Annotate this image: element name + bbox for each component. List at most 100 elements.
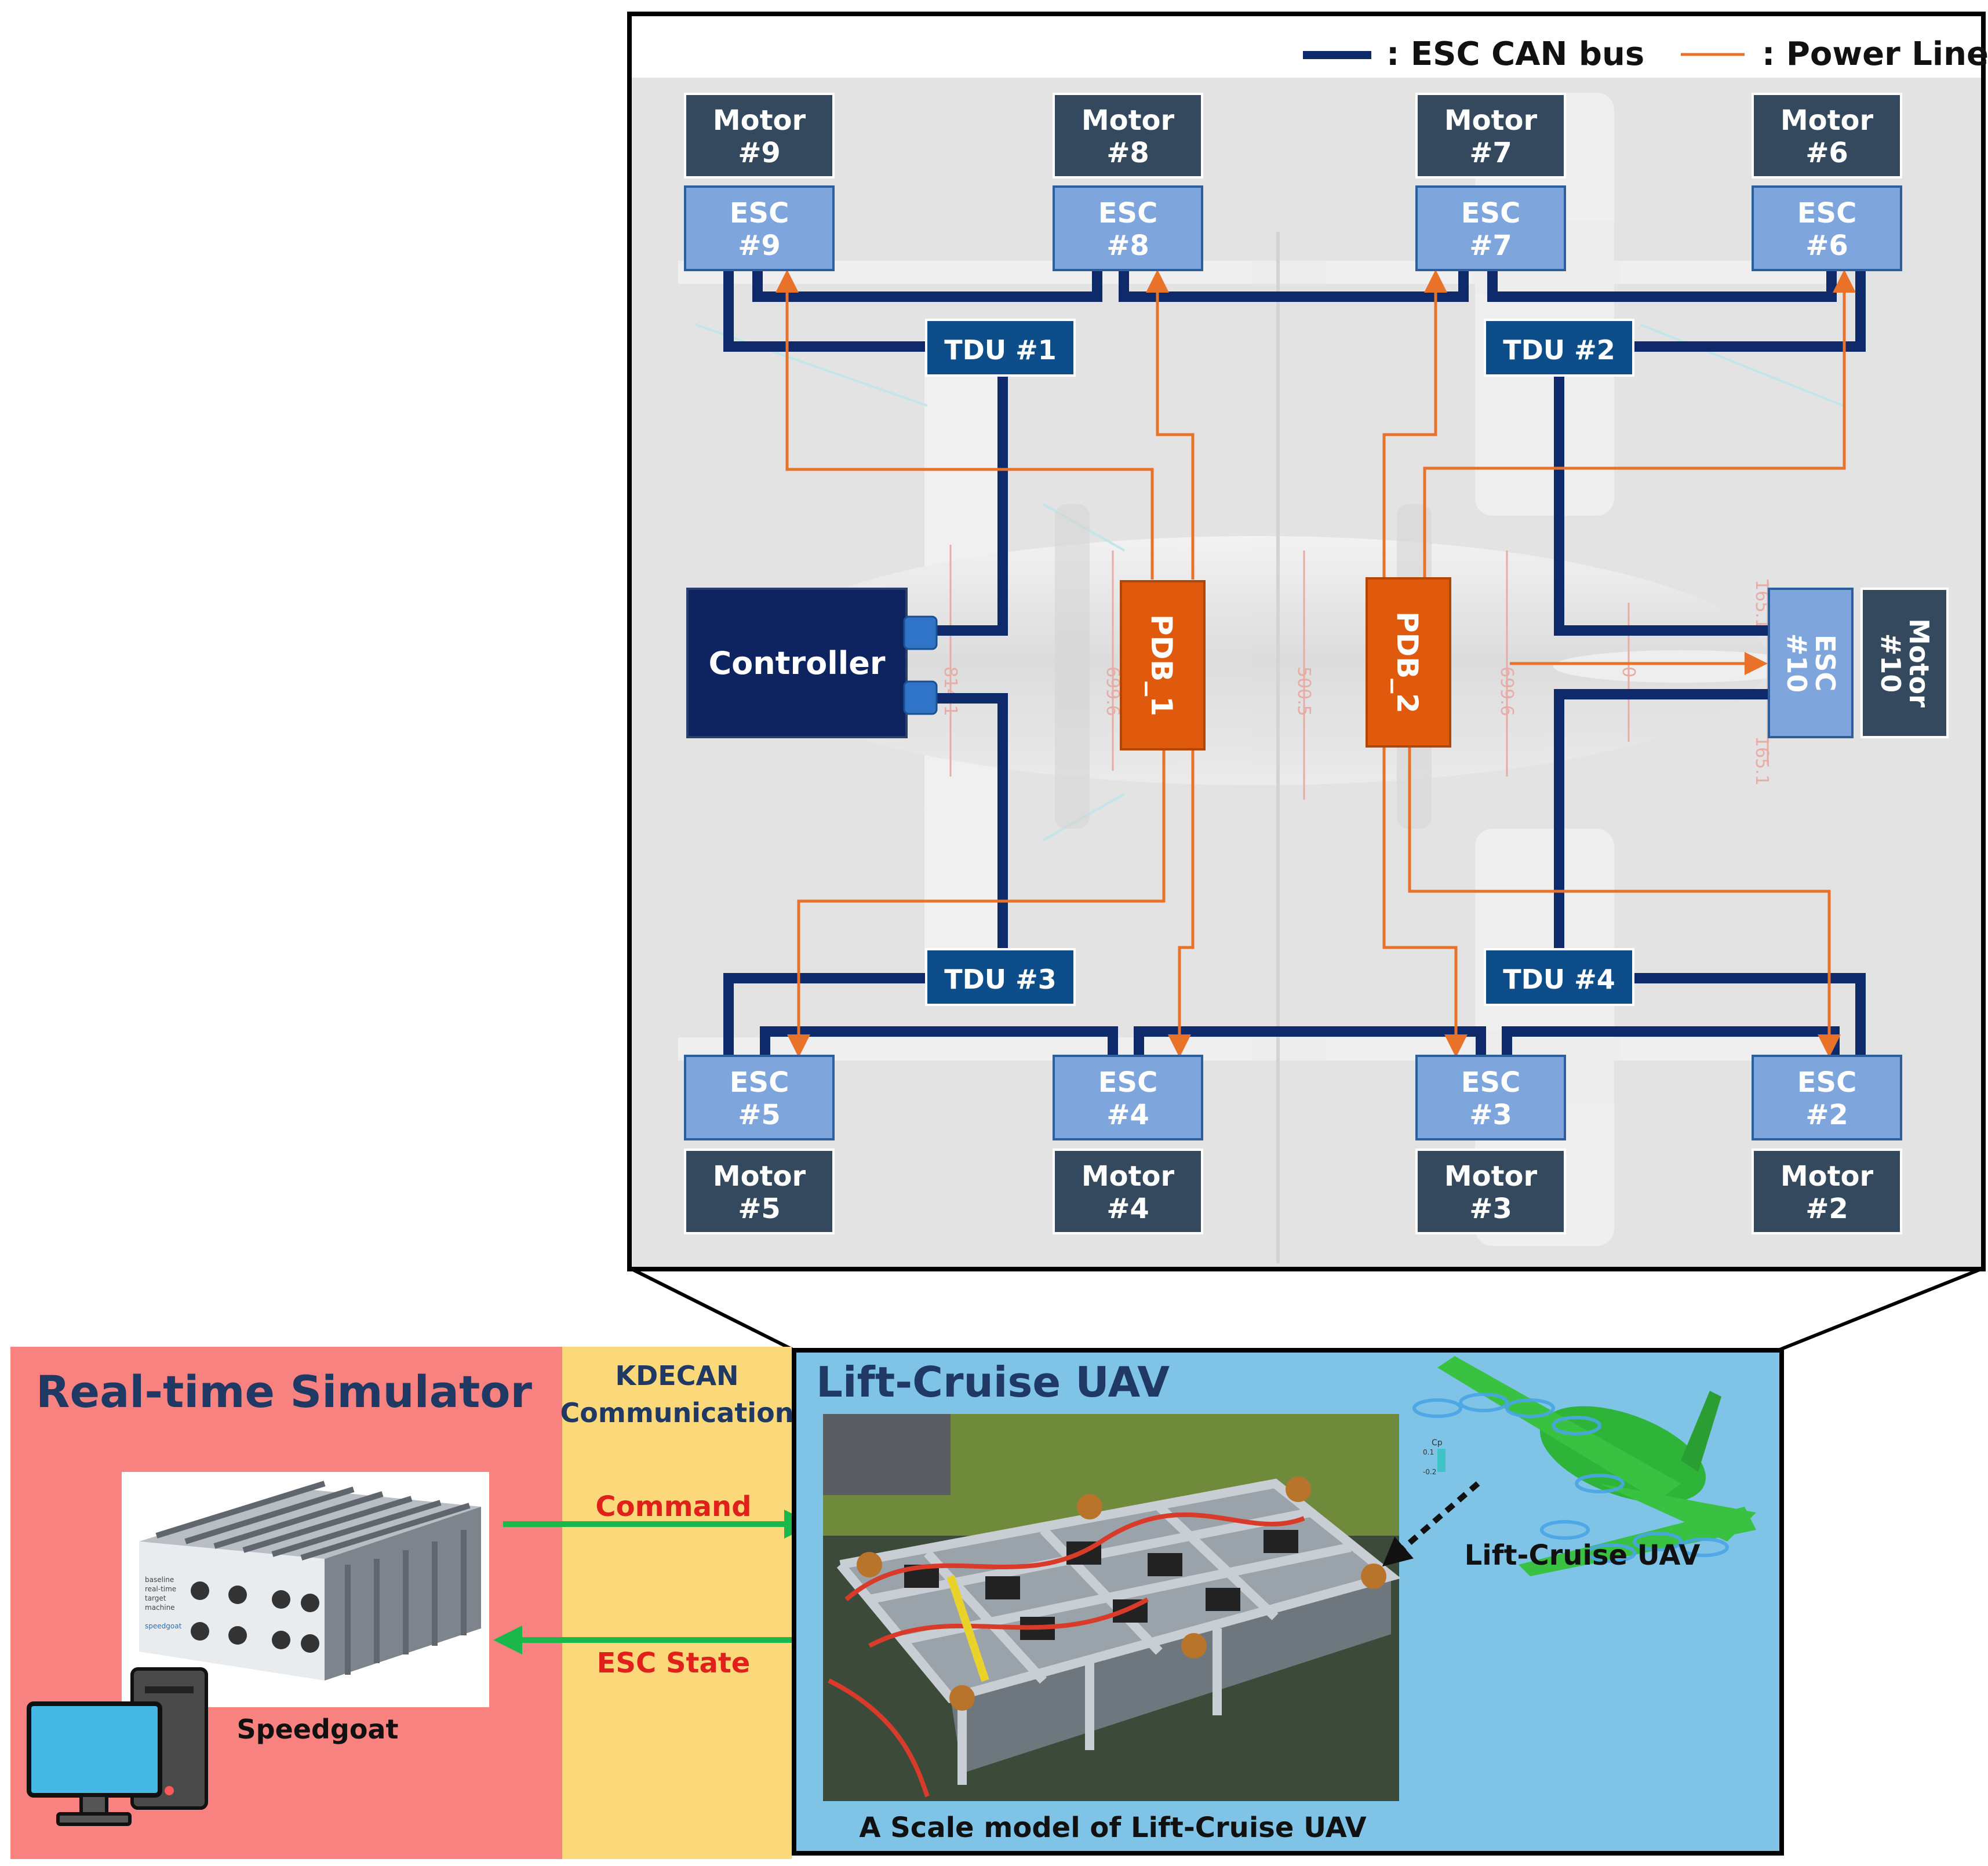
tdu-box: TDU #2 <box>1484 319 1634 377</box>
svg-text:#7: #7 <box>1469 229 1512 262</box>
esc-box: ESC #9 <box>684 185 835 271</box>
controller-port <box>903 680 938 715</box>
desktop-computer-icon <box>27 1667 208 1826</box>
pdb-box: PDB_2 <box>1366 577 1451 748</box>
svg-text:ESC: ESC <box>1797 1066 1857 1099</box>
svg-text:TDU #4: TDU #4 <box>1503 964 1615 995</box>
svg-text:ESC: ESC <box>1797 197 1857 229</box>
motor-box: Motor #3 <box>1415 1149 1566 1234</box>
motor-box: Motor #9 <box>684 93 835 178</box>
dimension-label: 814.1 <box>940 666 960 716</box>
svg-text:Motor: Motor <box>1781 1160 1874 1193</box>
svg-text:ESC: ESC <box>1461 197 1521 229</box>
esc-state-label: ESC State <box>597 1647 751 1679</box>
command-label: Command <box>595 1490 751 1523</box>
svg-text:#5: #5 <box>738 1099 781 1131</box>
svg-text:Motor: Motor <box>1903 618 1935 708</box>
pressure-colorbar <box>1437 1449 1446 1472</box>
controller-port <box>903 615 938 650</box>
svg-text:PDB_1: PDB_1 <box>1145 614 1178 716</box>
svg-text:TDU #3: TDU #3 <box>944 964 1056 995</box>
svg-text:#8: #8 <box>1106 137 1149 169</box>
svg-text:real-time: real-time <box>145 1585 176 1593</box>
svg-text:-0.2: -0.2 <box>1423 1468 1436 1476</box>
legend-can-bus-label: : ESC CAN bus <box>1386 35 1644 73</box>
dimension-label: 165.1 <box>1752 736 1772 786</box>
scale-model-caption: A Scale model of Lift-Cruise UAV <box>859 1812 1366 1844</box>
svg-text:baseline: baseline <box>145 1576 174 1584</box>
svg-text:#6: #6 <box>1805 229 1848 262</box>
power-lines <box>775 269 1856 1058</box>
svg-text:Motor: Motor <box>1082 1160 1175 1193</box>
motor-box: Motor #4 <box>1053 1149 1203 1234</box>
uav-render-label: Lift-Cruise UAV <box>1465 1539 1701 1572</box>
communication-title: Communication <box>560 1397 794 1428</box>
esc-box: ESC #3 <box>1415 1055 1566 1140</box>
svg-text:target: target <box>145 1594 166 1602</box>
top-escs: ESC #9 ESC #8 ESC #7 ESC #6 <box>684 185 1902 271</box>
svg-text:#8: #8 <box>1106 229 1149 262</box>
svg-text:Controller: Controller <box>709 645 886 681</box>
svg-text:#10: #10 <box>1875 633 1906 693</box>
simulator-panel: Real-time Simulator <box>10 1347 562 1859</box>
svg-text:TDU #1: TDU #1 <box>944 334 1056 366</box>
tdu-box: TDU #1 <box>925 319 1076 377</box>
svg-text:TDU #2: TDU #2 <box>1503 334 1615 366</box>
tdu-box: TDU #4 <box>1484 948 1634 1006</box>
communication-panel: KDECAN Communication Command ESC State <box>560 1347 794 1859</box>
svg-text:#4: #4 <box>1106 1099 1149 1131</box>
esc-box: ESC #10 <box>1768 588 1854 738</box>
legend-power-line-label: : Power Line <box>1762 35 1988 73</box>
svg-text:#3: #3 <box>1469 1193 1512 1225</box>
tdu-units: TDU #1 TDU #2 TDU #3 TDU #4 <box>925 319 1634 1006</box>
can-bus-lines <box>723 271 1866 1056</box>
svg-text:Motor: Motor <box>713 104 806 137</box>
controller-box: Controller <box>686 588 938 738</box>
bottom-motors: Motor #5 Motor #4 Motor #3 Motor #2 <box>684 1149 1902 1234</box>
svg-text:ESC: ESC <box>1098 1066 1158 1099</box>
dimension-label: 0 <box>1618 666 1639 677</box>
svg-text:Motor: Motor <box>1444 1160 1538 1193</box>
svg-text:ESC: ESC <box>1461 1066 1521 1099</box>
uav-dashed-arrow <box>1382 1481 1480 1567</box>
uav-panel-title: Lift-Cruise UAV <box>816 1358 1170 1406</box>
svg-text:#6: #6 <box>1805 137 1848 169</box>
pdb-box: PDB_1 <box>1120 580 1206 750</box>
tdu-box: TDU #3 <box>925 948 1076 1006</box>
esc-box: ESC #5 <box>684 1055 835 1140</box>
speedgoat-label: Speedgoat <box>237 1714 399 1745</box>
communication-title: KDECAN <box>615 1360 738 1391</box>
uav-render-image: Cp 0.1 -0.2 <box>1412 1356 1756 1576</box>
esc-box: ESC #2 <box>1752 1055 1902 1140</box>
esc-layout-panel: 814.1 699.6 500.5 699.6 165.1 165.1 0 : … <box>627 12 1988 1271</box>
svg-text:#3: #3 <box>1469 1099 1512 1131</box>
svg-text:#9: #9 <box>738 137 781 169</box>
scale-model-photo <box>823 1414 1401 1801</box>
svg-text:#2: #2 <box>1805 1099 1848 1131</box>
svg-text:#7: #7 <box>1469 137 1512 169</box>
zoom-connector-left <box>631 1267 795 1352</box>
esc-box: ESC #8 <box>1053 185 1203 271</box>
svg-text:ESC: ESC <box>730 1066 789 1099</box>
uav-panel: Lift-Cruise UAV <box>792 1348 1784 1856</box>
svg-text:machine: machine <box>145 1603 175 1612</box>
esc-box: ESC #7 <box>1415 185 1566 271</box>
svg-text:Cp: Cp <box>1432 1438 1443 1448</box>
svg-text:speedgoat: speedgoat <box>145 1622 182 1630</box>
motor-box: Motor #2 <box>1752 1149 1902 1234</box>
motor-box: Motor #7 <box>1415 93 1566 178</box>
legend-can-bus-swatch <box>1303 51 1371 59</box>
svg-text:ESC: ESC <box>1098 197 1158 229</box>
motor-box: Motor #6 <box>1752 93 1902 178</box>
svg-text:PDB_2: PDB_2 <box>1390 611 1424 713</box>
motor-box: Motor #10 <box>1860 588 1949 738</box>
svg-text:Motor: Motor <box>713 1160 806 1193</box>
svg-text:Motor: Motor <box>1781 104 1874 137</box>
svg-text:Motor: Motor <box>1082 104 1175 137</box>
top-motors: Motor #9 Motor #8 Motor #7 Motor #6 <box>684 93 1902 178</box>
svg-text:Motor: Motor <box>1444 104 1538 137</box>
svg-text:#5: #5 <box>738 1193 781 1225</box>
motor-box: Motor #8 <box>1053 93 1203 178</box>
motor-box: Motor #5 <box>684 1149 835 1234</box>
